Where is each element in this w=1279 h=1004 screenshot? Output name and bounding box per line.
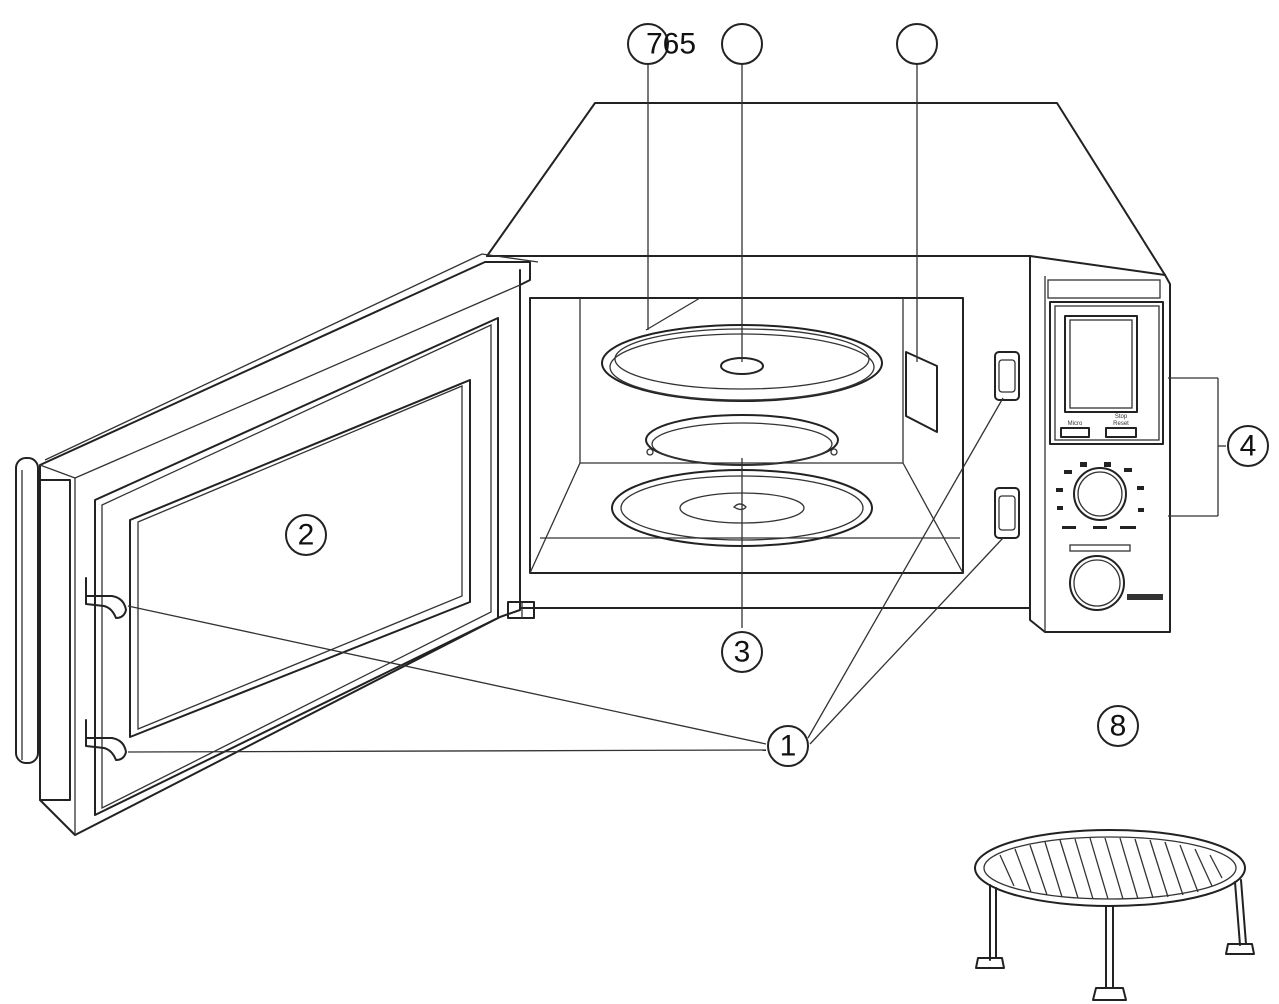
callout-8: 8	[1098, 706, 1138, 746]
control-panel: Micro Stop Reset	[1030, 256, 1170, 632]
timer-dial[interactable]	[1070, 556, 1124, 610]
waveguide-cover	[906, 352, 937, 432]
function-dial[interactable]	[1074, 468, 1126, 520]
rack-grid	[1000, 838, 1222, 899]
callout-3-label: 3	[734, 636, 751, 669]
callout-4-label: 4	[1240, 430, 1257, 463]
stop-reset-button[interactable]	[1106, 428, 1136, 437]
roller-ring	[646, 415, 838, 465]
callout-2: 2	[286, 515, 326, 555]
callout-4: 4	[1228, 426, 1268, 466]
micro-button-label: Micro	[1068, 421, 1083, 427]
oven-body	[487, 103, 1165, 608]
callout-765: 765	[628, 24, 937, 64]
callout-3: 3	[722, 632, 762, 672]
callout-8-label: 8	[1110, 710, 1127, 743]
reset-label: Reset	[1113, 421, 1129, 427]
callout-1-label: 1	[780, 730, 797, 763]
grill-rack	[975, 830, 1254, 1000]
stop-label: Stop	[1115, 414, 1128, 420]
micro-button[interactable]	[1061, 428, 1089, 437]
oven-cavity	[530, 298, 963, 573]
callout-765-label: 765	[646, 28, 696, 61]
callout-2-label: 2	[298, 519, 315, 552]
interlock-holes	[995, 352, 1019, 538]
door-hinge	[16, 458, 38, 763]
dial-label-lower	[1127, 594, 1163, 600]
door-latches	[86, 578, 126, 760]
leader-lines	[128, 62, 1226, 752]
callout-1: 1	[768, 726, 808, 766]
